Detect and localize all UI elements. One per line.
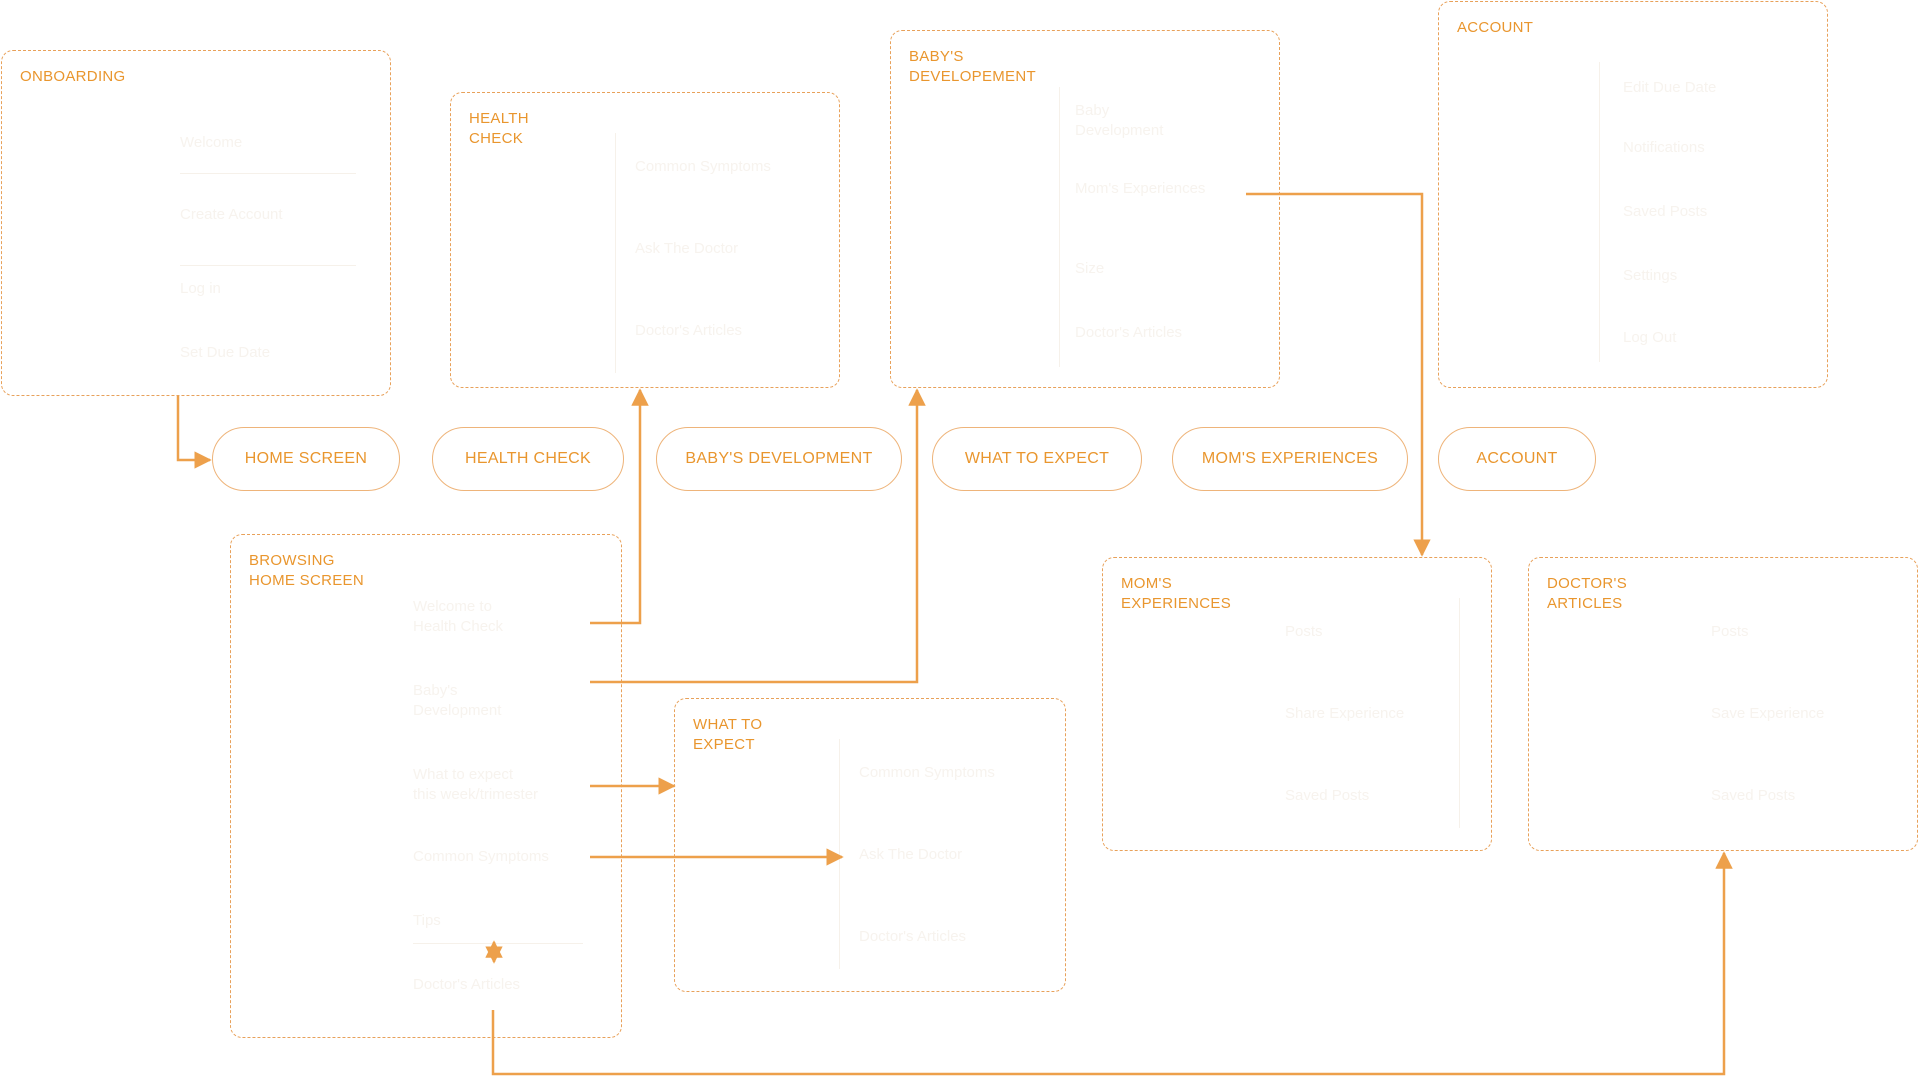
- nav-babys-development[interactable]: BABY'S DEVELOPMENT: [656, 427, 902, 491]
- ghost-divider: [180, 173, 356, 174]
- ghost-item: Log Out: [1623, 329, 1677, 346]
- ghost-divider: [1059, 87, 1060, 367]
- ghost-item: Doctor's Articles: [635, 322, 743, 339]
- ghost-item: Common Symptoms: [413, 848, 549, 865]
- group-health-check: HEALTH CHECK Common Symptoms Ask The Doc…: [450, 92, 840, 388]
- ghost-divider: [413, 943, 583, 944]
- ghost-item: Size: [1075, 260, 1105, 277]
- arrow-onboarding-to-home: [176, 396, 212, 469]
- group-title-moms-experiences: MOM'S EXPERIENCES: [1121, 575, 1231, 612]
- ghost-item: Log in: [180, 280, 221, 297]
- ghost-item: Settings: [1623, 267, 1678, 284]
- ghost-item: Ask The Doctor: [859, 846, 963, 863]
- ghost-item: Save Experience: [1711, 705, 1825, 722]
- group-onboarding: ONBOARDING Welcome Create Account Log in…: [1, 50, 391, 396]
- ghost-item: Welcome to Health Check: [413, 598, 504, 635]
- group-title-what-to-expect: WHAT TO EXPECT: [693, 716, 763, 753]
- nav-home-screen[interactable]: HOME SCREEN: [212, 427, 400, 491]
- nav-moms-experiences[interactable]: MOM'S EXPERIENCES: [1172, 427, 1408, 491]
- group-doctors-articles: DOCTOR'S ARTICLES Posts Save Experience …: [1528, 557, 1918, 851]
- group-title-health-check: HEALTH CHECK: [469, 110, 529, 147]
- ghost-divider: [1599, 62, 1600, 362]
- group-title-babys-development: BABY'S DEVELOPEMENT: [909, 48, 1036, 85]
- ghost-item: Doctor's Articles: [1075, 324, 1183, 341]
- group-what-to-expect: WHAT TO EXPECT Common Symptoms Ask The D…: [674, 698, 1066, 992]
- group-title-browsing-home-screen: BROWSING HOME SCREEN: [249, 552, 364, 589]
- ghost-item: Tips: [413, 912, 441, 929]
- ghost-item: Doctor's Articles: [413, 976, 521, 993]
- ghost-item: Doctor's Articles: [859, 928, 967, 945]
- ghost-item: Baby Development: [1075, 102, 1164, 139]
- ghost-item: Posts: [1285, 623, 1323, 640]
- ghost-item: Posts: [1711, 623, 1749, 640]
- ghost-item: Create Account: [180, 206, 283, 223]
- ghost-item: Set Due Date: [180, 344, 271, 361]
- group-account: ACCOUNT Edit Due Date Notifications Save…: [1438, 1, 1828, 388]
- ghost-item: Saved Posts: [1711, 787, 1796, 804]
- nav-health-check[interactable]: HEALTH CHECK: [432, 427, 624, 491]
- ghost-divider: [839, 739, 840, 969]
- group-title-onboarding: ONBOARDING: [20, 68, 126, 85]
- ghost-item: Mom's Experiences: [1075, 180, 1206, 197]
- ghost-item: Ask The Doctor: [635, 240, 739, 257]
- ghost-item: Saved Posts: [1623, 203, 1708, 220]
- ghost-divider: [615, 133, 616, 373]
- group-babys-development: BABY'S DEVELOPEMENT Baby Development Mom…: [890, 30, 1280, 388]
- ghost-item: Edit Due Date: [1623, 79, 1717, 96]
- ghost-item: Share Experience: [1285, 705, 1405, 722]
- group-title-account: ACCOUNT: [1457, 19, 1534, 36]
- ghost-item: What to expect this week/trimester: [413, 766, 539, 803]
- group-title-doctors-articles: DOCTOR'S ARTICLES: [1547, 575, 1627, 612]
- ghost-item: Common Symptoms: [859, 764, 995, 781]
- nav-account[interactable]: ACCOUNT: [1438, 427, 1596, 491]
- ghost-item: Baby's Development: [413, 682, 502, 719]
- ghost-divider: [1459, 598, 1460, 828]
- ghost-item: Notifications: [1623, 139, 1705, 156]
- ghost-item: Welcome: [180, 134, 243, 151]
- group-moms-experiences: MOM'S EXPERIENCES Posts Share Experience…: [1102, 557, 1492, 851]
- ghost-item: Common Symptoms: [635, 158, 771, 175]
- ghost-item: Saved Posts: [1285, 787, 1370, 804]
- nav-what-to-expect[interactable]: WHAT TO EXPECT: [932, 427, 1142, 491]
- group-browsing-home-screen: BROWSING HOME SCREEN Welcome to Health C…: [230, 534, 622, 1038]
- ghost-divider: [180, 265, 356, 266]
